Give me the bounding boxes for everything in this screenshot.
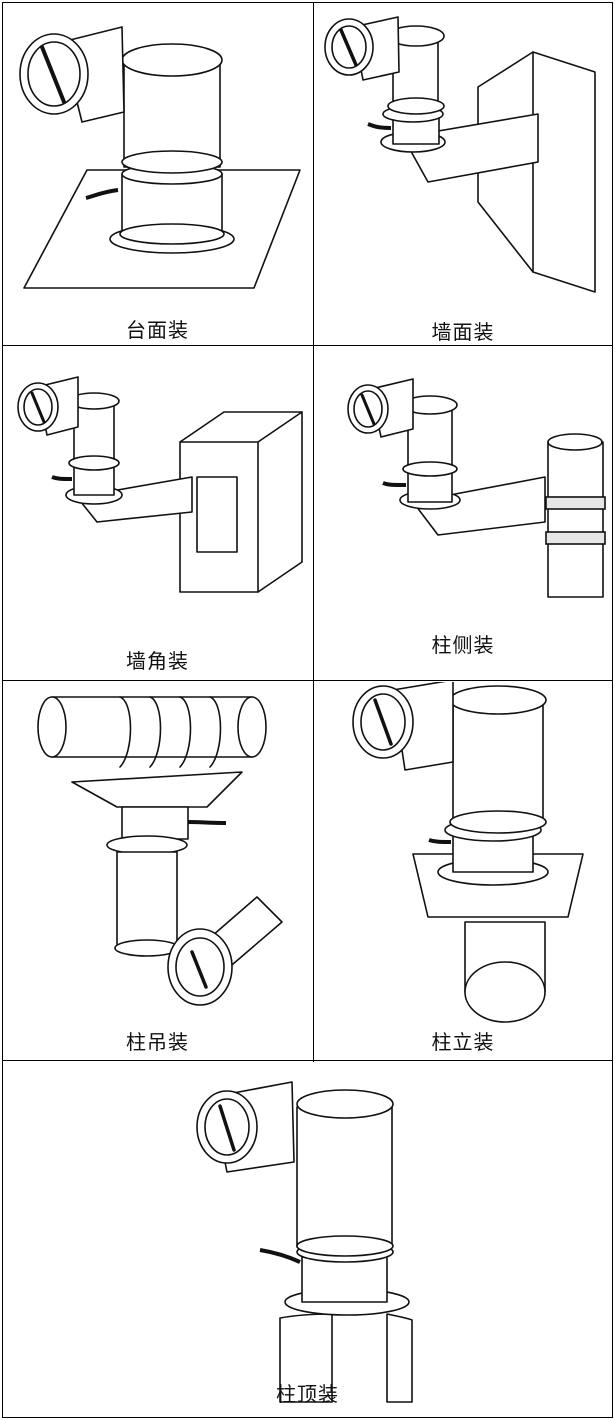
- mount-cell-pole-top: 柱顶装: [2, 1062, 613, 1418]
- mount-cell-wall: 墙面装: [313, 2, 613, 345]
- mount-cell-corner: 墙角装: [2, 347, 313, 680]
- mount-cell-table: 台面装: [2, 2, 313, 345]
- mount-label-pole-side: 柱侧装: [431, 633, 495, 657]
- mount-label-table: 台面装: [126, 318, 189, 342]
- table-mount-illustration: [19, 26, 301, 289]
- mount-label-pole-top: 柱顶装: [276, 1382, 339, 1406]
- pole-stand-mount-illustration: [352, 682, 584, 1023]
- pole-hang-mount-illustration: [37, 696, 283, 1006]
- wall-mount-illustration: [324, 16, 596, 293]
- mount-label-pole-hang: 柱吊装: [126, 1030, 189, 1054]
- grid-vertical-divider: [313, 2, 314, 1062]
- grid-row-divider-1: [2, 345, 613, 346]
- mount-label-corner: 墙角装: [126, 649, 189, 673]
- mount-label-wall: 墙面装: [431, 320, 495, 344]
- mount-cell-pole-hang: 柱吊装: [2, 682, 313, 1060]
- mount-cell-pole-stand: 柱立装: [313, 682, 613, 1060]
- mount-cell-pole-side: 柱侧装: [313, 347, 613, 680]
- grid-row-divider-2: [2, 680, 613, 681]
- pole-top-mount-illustration: [196, 1081, 413, 1403]
- pole-side-mount-illustration: [347, 378, 606, 598]
- mount-label-pole-stand: 柱立装: [431, 1030, 495, 1054]
- grid-row-divider-3: [2, 1060, 613, 1061]
- corner-mount-illustration: [17, 376, 303, 593]
